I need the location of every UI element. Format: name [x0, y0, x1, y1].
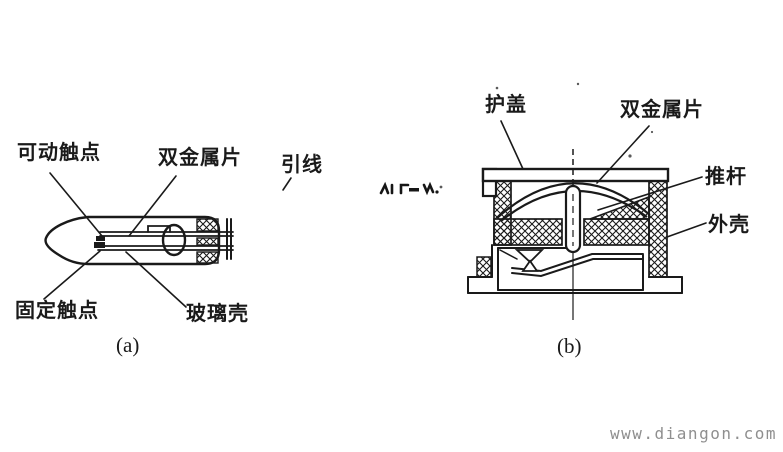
- label-protective-cover: 护盖: [485, 94, 527, 116]
- contact-points: [94, 236, 105, 248]
- seal-plug: [196, 218, 219, 264]
- pointer-lines-a: [43, 172, 292, 308]
- erased-text-fragments: [379, 181, 439, 196]
- label-lead-wire: 引线: [281, 154, 323, 176]
- label-glass-shell: 玻璃壳: [186, 303, 249, 325]
- cover-plate: [481, 167, 670, 198]
- label-movable-contact: 可动触点: [17, 142, 101, 164]
- caption-panel-a: (a): [116, 333, 140, 357]
- watermark: www.diangon.com: [610, 424, 777, 443]
- pointer-lines-b: [500, 120, 707, 238]
- push-rod: [564, 184, 582, 254]
- caption-panel-b: (b): [557, 334, 582, 358]
- label-bimetal-strip-b: 双金属片: [620, 99, 704, 121]
- label-fixed-contact: 固定触点: [15, 300, 99, 322]
- base-bracket: [467, 244, 683, 294]
- label-outer-shell: 外壳: [708, 214, 750, 236]
- bimetal-strip-drawing: [97, 225, 234, 251]
- scan-specks: [439, 82, 654, 189]
- label-bimetal-strip-a: 双金属片: [158, 147, 242, 169]
- contact-mechanism: [499, 249, 644, 278]
- lead-wires: [226, 218, 232, 260]
- label-push-rod: 推杆: [705, 166, 747, 188]
